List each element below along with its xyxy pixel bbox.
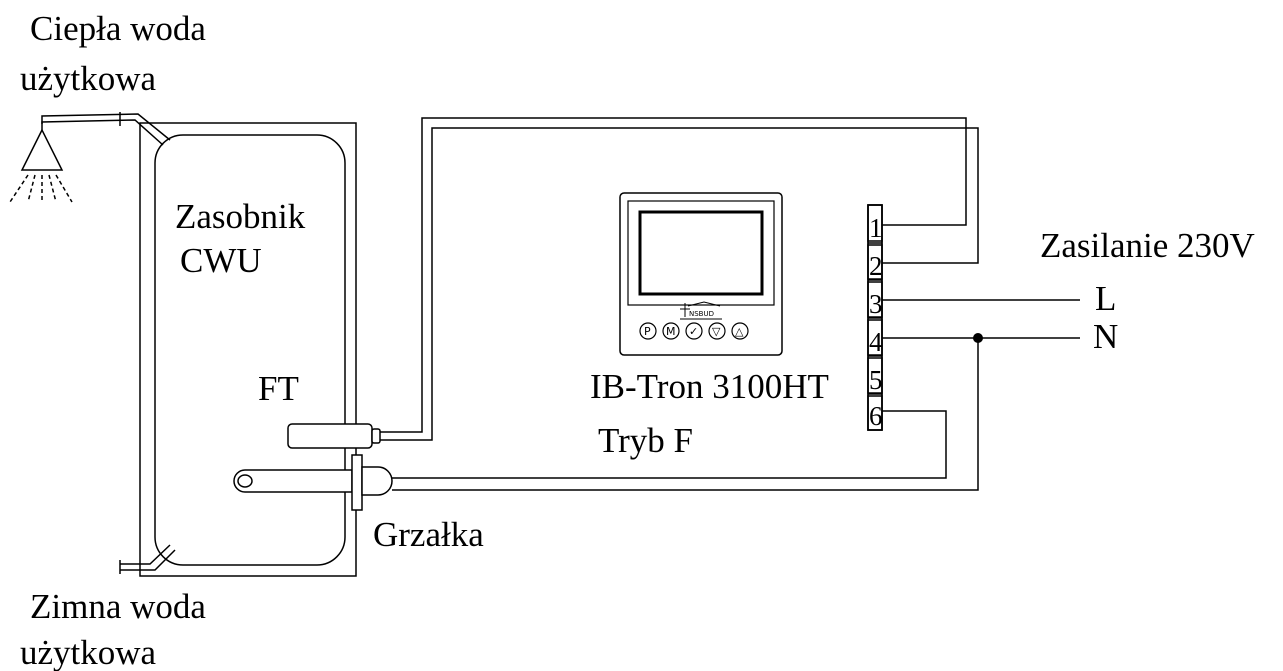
button-m[interactable] [662, 322, 680, 340]
hot-water-label-line2: użytkowa [20, 59, 157, 98]
heater-label: Grzałka [373, 515, 484, 554]
power-supply-label: Zasilanie 230V [1040, 226, 1255, 265]
button-ok-label: ✓ [689, 325, 698, 338]
terminal-label-3: 3 [869, 289, 883, 319]
line-l-label: L [1095, 279, 1116, 318]
button-down[interactable] [708, 322, 726, 340]
button-up[interactable] [731, 322, 749, 340]
terminal-cells [867, 204, 883, 431]
hot-water-pipe [41, 112, 171, 146]
terminal-label-4: 4 [869, 327, 883, 357]
terminal-label-2: 2 [869, 251, 883, 281]
power-lines [882, 299, 1080, 339]
button-up-label: △ [735, 325, 744, 338]
controller-model-label: IB-Tron 3100HT [590, 367, 829, 406]
brand-logo [680, 301, 722, 320]
button-m-label: M [666, 325, 676, 338]
button-p[interactable] [639, 322, 657, 340]
tank-outer [139, 122, 357, 577]
neutral-junction [973, 333, 983, 343]
sensor-label: FT [258, 369, 299, 408]
heater-cable [392, 338, 979, 491]
button-down-label: ▽ [712, 325, 721, 338]
button-ok[interactable] [685, 322, 703, 340]
controller-device: NSBUD P M ✓ ▽ △ [619, 192, 783, 356]
cold-water-pipe [119, 544, 176, 574]
terminal-label-6: 6 [869, 401, 883, 431]
sensor-cable [380, 117, 979, 441]
controller-screen [638, 210, 764, 296]
tank-inner [154, 134, 346, 566]
tank-label-line2: CWU [180, 241, 262, 280]
terminal-label-1: 1 [869, 213, 883, 243]
hot-water-label-line1: Ciepła woda [30, 9, 206, 48]
heater-element [233, 454, 393, 511]
terminal-label-5: 5 [869, 365, 883, 395]
cold-water-label-line1: Zimna woda [30, 587, 206, 626]
cold-water-label-line2: użytkowa [20, 633, 157, 671]
neutral-n-label: N [1093, 317, 1118, 356]
tank-label-line1: Zasobnik [175, 197, 306, 236]
tank [139, 122, 357, 577]
shower-head-icon [9, 118, 73, 203]
controller-buttons [639, 322, 749, 340]
temperature-sensor-ft [287, 423, 381, 449]
brand-logo-text: NSBUD [689, 310, 714, 318]
controller-mode-label: Tryb F [598, 421, 693, 460]
button-p-label: P [644, 325, 651, 338]
